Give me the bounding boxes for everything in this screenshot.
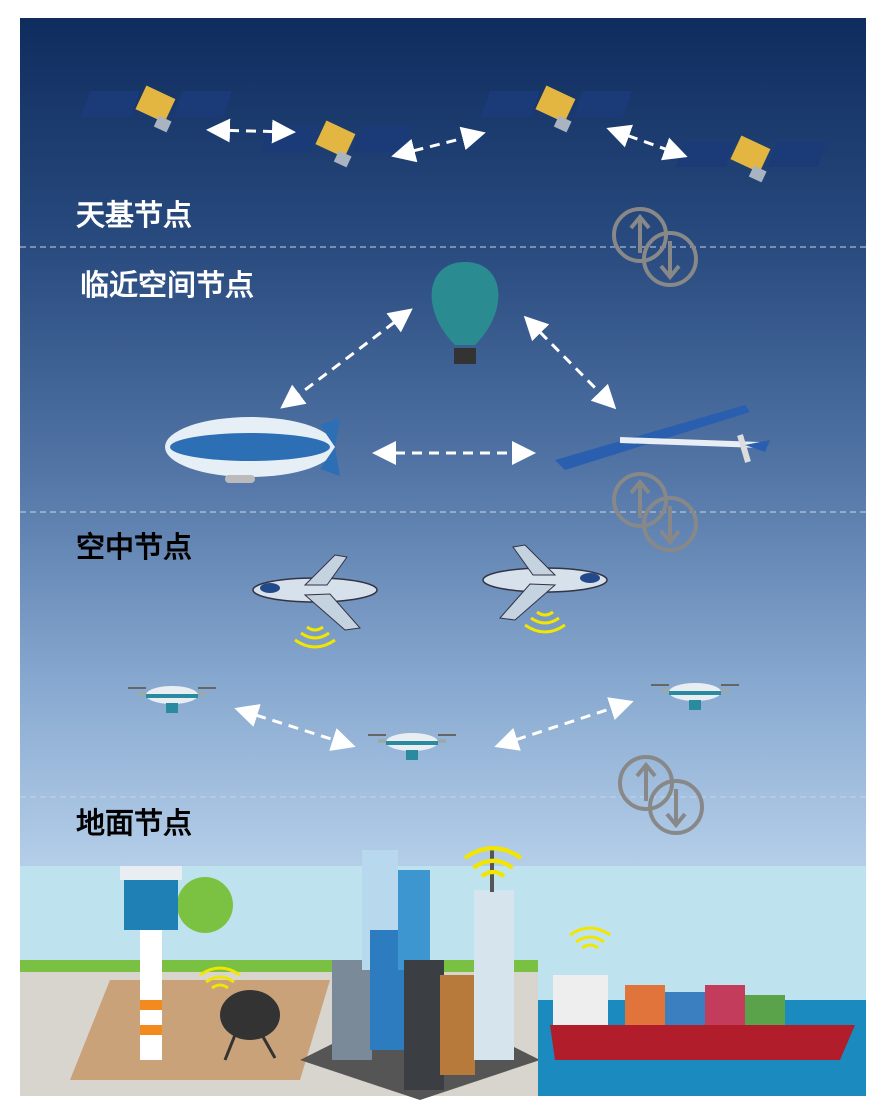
aircraft-icon	[252, 554, 378, 631]
link-arrow	[234, 704, 356, 751]
cargo-ship-icon	[550, 975, 855, 1060]
drone-icon	[651, 683, 739, 710]
satellite-icon	[480, 85, 633, 133]
ground-sea-scene	[538, 866, 866, 1096]
ground-city-scene	[20, 848, 540, 1100]
satellite-dish-icon	[220, 990, 280, 1061]
solar-uav-icon	[555, 405, 770, 470]
aircraft-icon	[482, 544, 608, 621]
link-arrow	[391, 126, 486, 163]
uplink-downlink-icon	[618, 755, 704, 835]
layer-label-near-space: 临近空间节点	[80, 268, 255, 302]
drone-icon	[128, 686, 216, 713]
signal-icon	[523, 610, 567, 634]
satellite-icon	[675, 135, 828, 183]
layer-label-ground: 地面节点	[76, 806, 193, 840]
drone-icon	[368, 733, 456, 760]
balloon-icon	[431, 262, 499, 364]
satellite-icon	[80, 85, 233, 133]
link-arrow	[206, 118, 296, 144]
link-arrow	[523, 315, 617, 410]
buildings-icon	[300, 850, 540, 1100]
control-tower-icon	[120, 866, 182, 1060]
link-arrow	[606, 124, 688, 161]
link-arrow	[280, 308, 413, 409]
airship-icon	[165, 417, 340, 483]
satellite-icon	[260, 120, 413, 168]
signal-icon	[293, 625, 337, 649]
layer-label-air: 空中节点	[76, 530, 193, 564]
layer-label-space: 天基节点	[76, 198, 193, 232]
link-arrow	[494, 697, 634, 751]
